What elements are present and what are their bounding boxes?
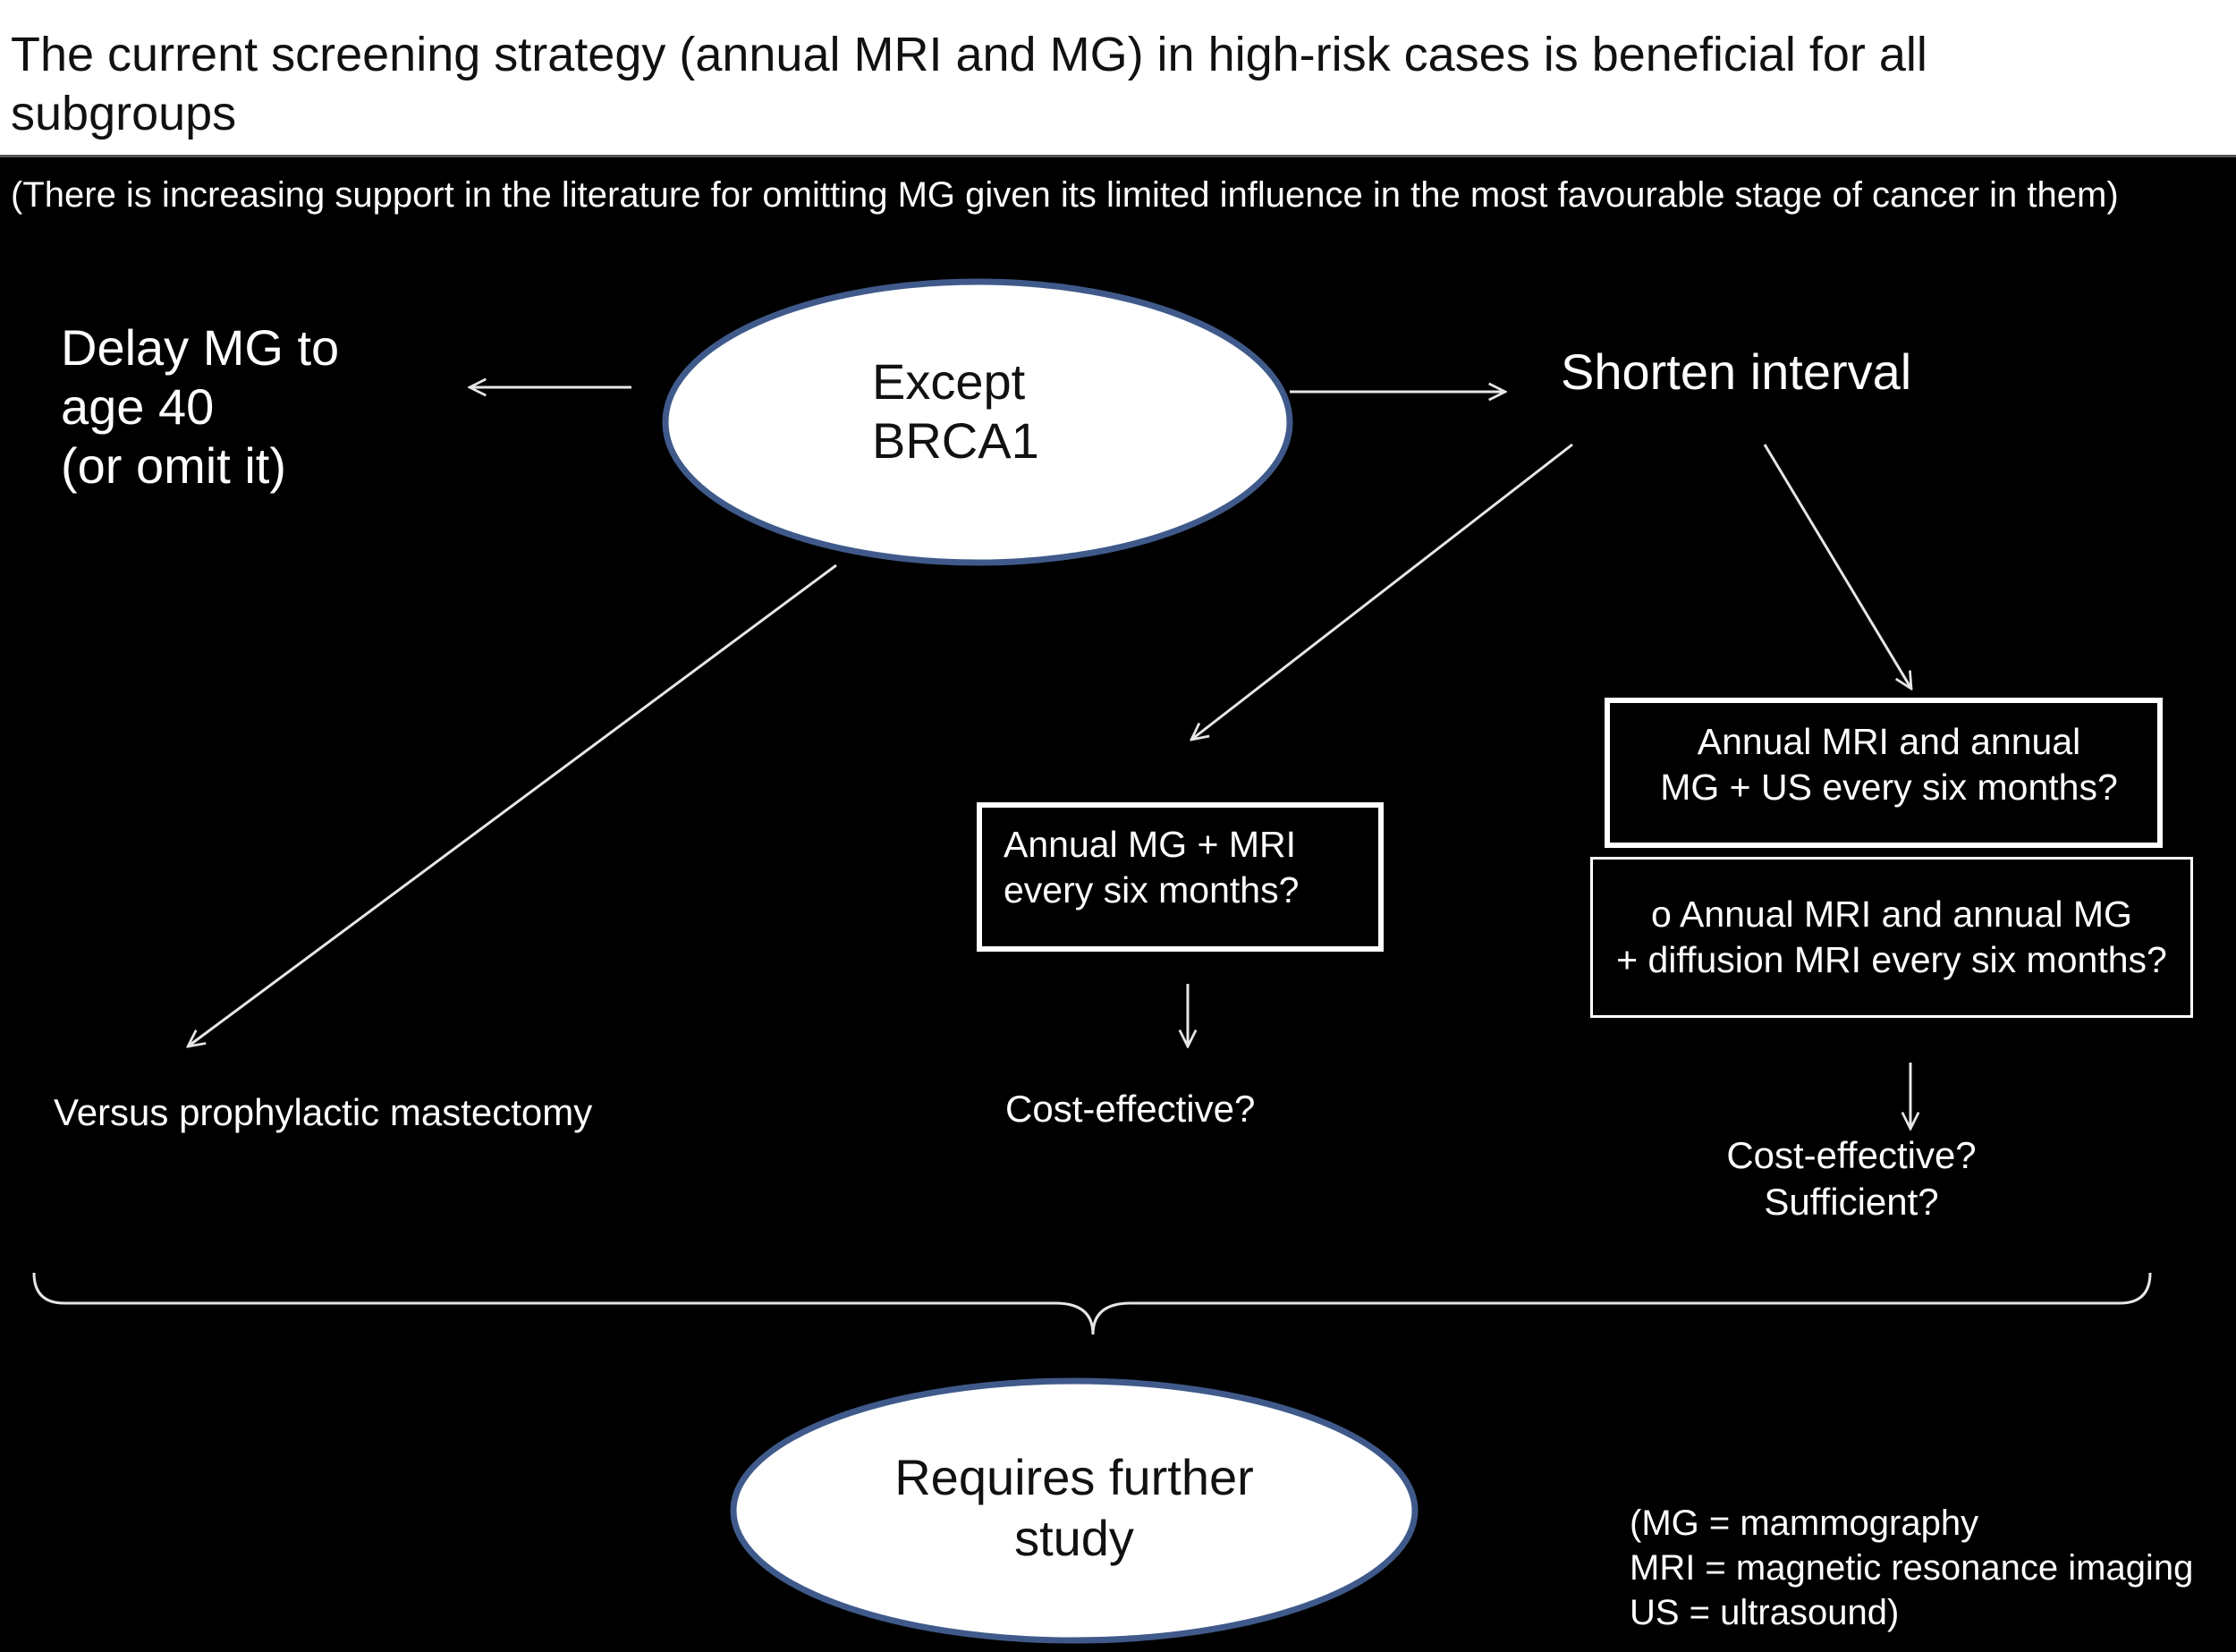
arrow-to-option-us: [1763, 444, 1911, 689]
node-cost-effective-right: Cost-effective? Sufficient?: [1726, 1134, 1977, 1223]
box-option-diffusion-text: o Annual MRI and annual MG + diffusion M…: [1616, 894, 2167, 980]
box-option-us: Annual MRI and annual MG + US every six …: [1605, 698, 2163, 848]
diagram-title: The current screening strategy (annual M…: [11, 28, 1927, 140]
ellipse-further-study: [730, 1377, 1419, 1644]
arrow-to-prophylactic: [188, 563, 837, 1046]
node-shorten-interval: Shorten interval: [1561, 343, 1912, 400]
title-banner: The current screening strategy (annual M…: [0, 0, 2236, 157]
diagram-subtitle: (There is increasing support in the lite…: [11, 175, 2119, 215]
legend-line-mg: (MG = mammography: [1630, 1504, 1979, 1543]
box-option-mg-mri-text: Annual MG + MRI every six months?: [1004, 824, 1300, 911]
abbreviation-legend: (MG = mammography MRI = magnetic resonan…: [1630, 1501, 2193, 1635]
box-option-us-text: Annual MRI and annual MG + US every six …: [1660, 721, 2118, 808]
legend-line-us: US = ultrasound): [1630, 1593, 1900, 1632]
box-option-diffusion: o Annual MRI and annual MG + diffusion M…: [1590, 857, 2193, 1018]
node-further-study: Requires further study: [894, 1449, 1254, 1566]
box-option-mg-mri: Annual MG + MRI every six months?: [977, 802, 1384, 952]
node-delay-mg: Delay MG to age 40 (or omit it): [61, 319, 340, 494]
brace-bracket: [32, 1272, 2152, 1335]
legend-line-mri: MRI = magnetic resonance imaging: [1630, 1548, 2194, 1588]
ellipse-except-brca1: [662, 278, 1293, 566]
node-prophylactic-mastectomy: Versus prophylactic mastectomy: [54, 1091, 593, 1133]
arrow-to-option-mg-mri: [1191, 443, 1573, 740]
node-cost-effective-mid: Cost-effective?: [1005, 1088, 1256, 1130]
node-except-brca1: Except BRCA1: [872, 353, 1039, 469]
